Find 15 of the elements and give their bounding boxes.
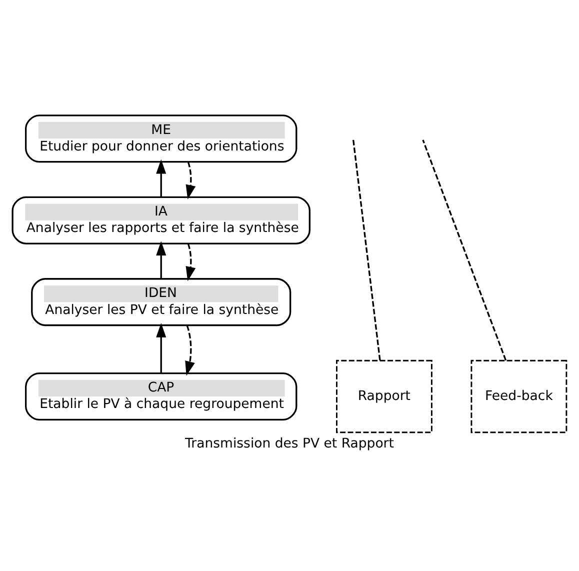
node-box: IDEN Analyser les PV et faire la synthèse bbox=[31, 278, 292, 326]
arrow bbox=[186, 162, 196, 200]
node-box: ME Etudier pour donner des orientations bbox=[24, 114, 298, 163]
node-box: Feed-back bbox=[470, 360, 568, 434]
arrow bbox=[156, 159, 166, 197]
node-box: Rapport bbox=[336, 360, 432, 434]
node-box: CAP Etablir le PV à chaque regroupement bbox=[24, 372, 298, 421]
connector bbox=[352, 140, 381, 360]
arrow bbox=[156, 322, 166, 374]
connector bbox=[422, 140, 507, 361]
arrow bbox=[156, 241, 166, 279]
caption: Transmission des PV et Rapport bbox=[185, 436, 394, 452]
node-box: IA Analyser les rapports et faire la synthèse bbox=[12, 196, 310, 244]
arrow bbox=[185, 325, 195, 376]
arrow bbox=[186, 243, 196, 282]
